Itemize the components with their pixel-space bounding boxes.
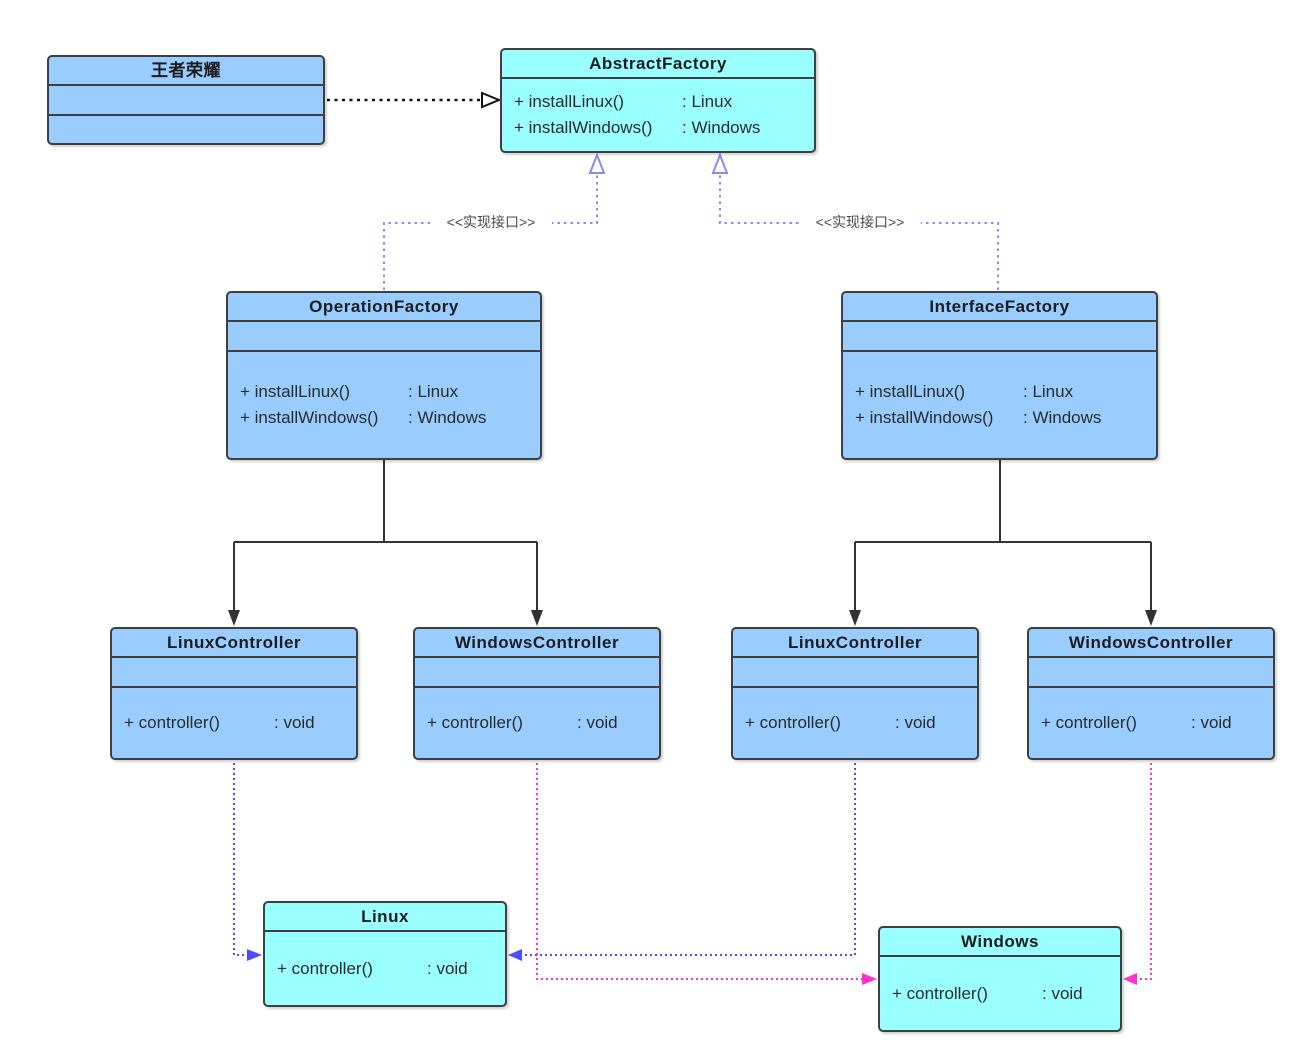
- method-row: + installWindows() : Windows: [514, 115, 814, 141]
- method-name: + controller(): [427, 713, 523, 732]
- method-row: + installLinux() : Linux: [514, 89, 814, 115]
- realization-arrow-left[interactable]: [383, 152, 606, 290]
- class-king-of-glory[interactable]: 王者荣耀: [47, 55, 325, 145]
- class-title: WindowsController: [415, 629, 659, 658]
- class-title: LinuxController: [733, 629, 977, 658]
- method-return-type: : void: [427, 958, 468, 978]
- method-name: + installLinux(): [514, 92, 625, 111]
- method-row: + installWindows() : Windows: [240, 405, 540, 431]
- method-name: + installWindows(): [514, 118, 653, 137]
- class-title: OperationFactory: [228, 293, 540, 322]
- class-windows[interactable]: Windows + controller() : void: [878, 926, 1122, 1032]
- class-fields-compartment: [733, 658, 977, 688]
- class-linuxcontroller-left[interactable]: LinuxController + controller() : void: [110, 627, 358, 760]
- method-row: + controller() : void: [892, 981, 1120, 1007]
- class-title: InterfaceFactory: [843, 293, 1156, 322]
- method-row: + installWindows() : Windows: [855, 405, 1156, 431]
- method-name: + controller(): [277, 958, 373, 978]
- windowscontroller-right-to-windows-arrow[interactable]: [1123, 763, 1152, 985]
- class-abstractfactory[interactable]: AbstractFactory + installLinux() : Linux…: [500, 48, 816, 153]
- realization-label-left: <<实现接口>>: [430, 213, 552, 231]
- interfacefactory-to-controllers-links[interactable]: [849, 460, 1157, 626]
- class-operationfactory[interactable]: OperationFactory + installLinux() : Linu…: [226, 291, 542, 460]
- method-return-type: : void: [895, 713, 936, 732]
- method-return-type: : void: [1191, 713, 1232, 732]
- class-methods-compartment: + controller() : void: [733, 688, 977, 758]
- class-windowscontroller-left[interactable]: WindowsController + controller() : void: [413, 627, 661, 760]
- method-return-type: : Windows: [682, 118, 761, 137]
- class-methods-compartment: + controller() : void: [1029, 688, 1273, 758]
- class-methods-compartment: + controller() : void: [880, 957, 1120, 1030]
- method-row: + controller() : void: [1041, 710, 1273, 736]
- class-windowscontroller-right[interactable]: WindowsController + controller() : void: [1027, 627, 1275, 760]
- class-fields-compartment: [843, 322, 1156, 352]
- method-row: + installLinux() : Linux: [240, 379, 540, 405]
- method-return-type: : Linux: [682, 92, 733, 111]
- class-title: Linux: [265, 903, 505, 932]
- operationfactory-to-controllers-links[interactable]: [228, 460, 543, 626]
- class-linux[interactable]: Linux + controller() : void: [263, 901, 507, 1007]
- method-name: + controller(): [124, 713, 220, 732]
- method-row: + controller() : void: [427, 710, 659, 736]
- method-name: + installLinux(): [240, 382, 351, 401]
- method-name: + installWindows(): [855, 408, 994, 427]
- dependency-arrow-king-to-abstractfactory[interactable]: [327, 91, 502, 109]
- class-fields-compartment: [415, 658, 659, 688]
- class-fields-compartment: [112, 658, 356, 688]
- method-row: + controller() : void: [124, 710, 356, 736]
- method-return-type: : Windows: [1023, 408, 1102, 427]
- method-row: + controller() : void: [745, 710, 977, 736]
- method-return-type: : Windows: [408, 408, 487, 427]
- method-row: + controller() : void: [277, 956, 505, 982]
- class-title: WindowsController: [1029, 629, 1273, 658]
- class-fields-compartment: [49, 86, 323, 116]
- linuxcontroller-left-to-linux-arrow[interactable]: [233, 763, 262, 961]
- method-return-type: : void: [274, 713, 315, 732]
- class-linuxcontroller-right[interactable]: LinuxController + controller() : void: [731, 627, 979, 760]
- method-name: + installLinux(): [855, 382, 966, 401]
- class-methods-compartment: + installLinux() : Linux + installWindow…: [502, 79, 814, 151]
- class-methods-compartment: + installLinux() : Linux + installWindow…: [843, 352, 1156, 458]
- class-fields-compartment: [1029, 658, 1273, 688]
- windowscontroller-left-to-windows-arrow[interactable]: [536, 763, 877, 985]
- realization-arrow-right[interactable]: [711, 152, 999, 290]
- class-methods-compartment: + controller() : void: [265, 932, 505, 1005]
- class-title: LinuxController: [112, 629, 356, 658]
- method-row: + installLinux() : Linux: [855, 379, 1156, 405]
- class-interfacefactory[interactable]: InterfaceFactory + installLinux() : Linu…: [841, 291, 1158, 460]
- class-fields-compartment: [228, 322, 540, 352]
- method-name: + controller(): [892, 983, 988, 1003]
- method-name: + controller(): [1041, 713, 1137, 732]
- method-return-type: : Linux: [408, 382, 459, 401]
- class-methods-compartment: + installLinux() : Linux + installWindow…: [228, 352, 540, 458]
- method-return-type: : void: [1042, 983, 1083, 1003]
- linuxcontroller-right-to-linux-arrow[interactable]: [508, 763, 856, 961]
- class-methods-compartment: [49, 116, 323, 143]
- method-return-type: : void: [577, 713, 618, 732]
- class-title: 王者荣耀: [49, 57, 323, 86]
- method-return-type: : Linux: [1023, 382, 1074, 401]
- method-name: + controller(): [745, 713, 841, 732]
- realization-label-right: <<实现接口>>: [799, 213, 921, 231]
- class-title: AbstractFactory: [502, 50, 814, 79]
- class-methods-compartment: + controller() : void: [415, 688, 659, 758]
- method-name: + installWindows(): [240, 408, 379, 427]
- class-methods-compartment: + controller() : void: [112, 688, 356, 758]
- class-title: Windows: [880, 928, 1120, 957]
